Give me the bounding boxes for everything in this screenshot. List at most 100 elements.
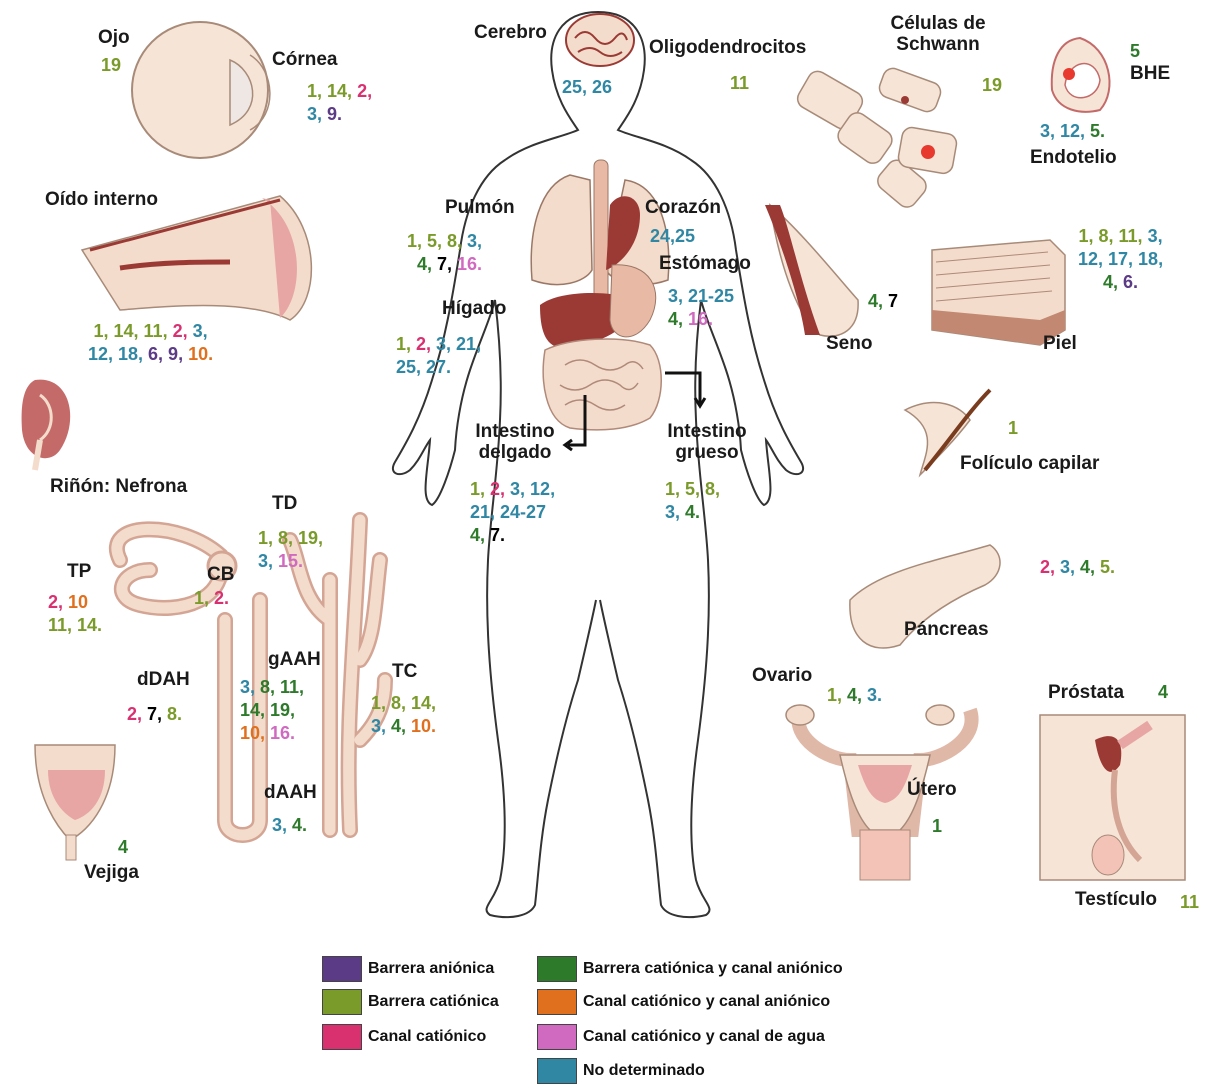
value-number: 3, <box>258 551 278 571</box>
legend-swatch <box>537 989 577 1015</box>
value-number: 3, <box>467 231 482 251</box>
label-cb: CB <box>207 565 234 586</box>
label-tc: TC <box>392 662 417 683</box>
value-number: 2, <box>357 81 372 101</box>
label-bhe: BHE <box>1130 64 1170 85</box>
legend-label: No determinado <box>583 1062 705 1080</box>
value-number: 4, <box>847 685 867 705</box>
value-number: 1, <box>396 334 416 354</box>
values-ovario: 1, 4, 3. <box>827 684 882 707</box>
value-line: 21, 24-27 <box>470 501 555 524</box>
label-testiculo: Testículo <box>1075 890 1157 911</box>
value-number: 3, <box>272 815 292 835</box>
value-line: 1 <box>1008 417 1018 440</box>
legend-item: Canal catiónico <box>322 1023 486 1051</box>
value-line: 12, 17, 18, <box>1078 248 1163 271</box>
value-number: 25, 27. <box>396 357 451 377</box>
value-number: 24,25 <box>650 226 695 246</box>
value-number: 6. <box>1123 272 1138 292</box>
value-number: 15. <box>278 551 303 571</box>
value-line: 1, 2, 3, 21, <box>396 333 481 356</box>
legend-label: Canal catiónico <box>368 1028 486 1046</box>
value-number: 7 <box>888 291 898 311</box>
label-prostata: Próstata <box>1048 683 1124 704</box>
values-cornea: 1, 14, 2,3, 9. <box>307 80 372 126</box>
value-number: 2, <box>173 321 193 341</box>
value-number: 1, 14, 11, <box>94 321 173 341</box>
label-seno: Seno <box>826 334 872 355</box>
value-line: 3, 4, 10. <box>371 715 436 738</box>
value-number: 4, <box>417 254 437 274</box>
value-line: 1, 2. <box>194 587 229 610</box>
value-number: 3 <box>307 104 317 124</box>
value-number: 1, 5, 8, <box>665 479 720 499</box>
value-line: 4 <box>1158 681 1168 704</box>
value-number: 10, <box>240 723 270 743</box>
values-seno: 4, 7 <box>868 290 898 313</box>
value-number: 1, 5, 8, <box>407 231 467 251</box>
label-td: TD <box>272 494 297 515</box>
values-ddah: 2, 7, 8. <box>127 703 182 726</box>
values-foliculo: 1 <box>1008 417 1018 440</box>
label-estomago: Estómago <box>659 254 751 275</box>
legend-swatch <box>322 956 362 982</box>
values-daah: 3, 4. <box>272 814 307 837</box>
skin-block-shape <box>932 240 1065 345</box>
values-vejiga: 4 <box>118 836 128 859</box>
legend-item: Barrera catiónica <box>322 988 499 1016</box>
label-cerebro: Cerebro <box>474 23 547 44</box>
value-line: 1, 8, 11, 3, <box>1078 225 1163 248</box>
label-corazon: Corazón <box>645 198 721 219</box>
label-ovario: Ovario <box>752 666 812 687</box>
value-number: 1, 8, 11, <box>1079 226 1148 246</box>
label-intestino-grueso: Intestino grueso <box>652 422 762 464</box>
value-number: 4, <box>1080 557 1100 577</box>
value-line: 12, 18, 6, 9, 10. <box>88 343 213 366</box>
label-intestino-delgado: Intestino delgado <box>455 422 575 464</box>
values-tp: 2, 1011, 14. <box>48 591 102 637</box>
value-number: 4. <box>685 502 700 522</box>
value-number: 5 <box>1130 41 1140 61</box>
value-line: 3, 4. <box>272 814 307 837</box>
values-cb: 1, 2. <box>194 587 229 610</box>
value-number: 16. <box>270 723 295 743</box>
value-number: 3, <box>1060 557 1080 577</box>
value-number: 1, <box>470 479 490 499</box>
value-number: , <box>317 104 327 124</box>
value-number: 3, <box>665 502 685 522</box>
legend-swatch <box>322 989 362 1015</box>
value-line: 4, 7. <box>470 524 555 547</box>
value-number: 4 <box>118 837 128 857</box>
kidney-shape <box>22 380 71 470</box>
values-corazon: 24,25 <box>650 225 695 248</box>
value-number: 4, <box>668 309 688 329</box>
schwann-cells-shape <box>794 66 958 211</box>
breast-shape <box>765 205 858 336</box>
value-number: 3, 12, <box>1040 121 1090 141</box>
label-tp: TP <box>67 562 91 583</box>
legend-swatch <box>537 956 577 982</box>
value-number: 5. <box>1090 121 1105 141</box>
label-gaah: gAAH <box>268 650 321 671</box>
value-number: 1, <box>307 81 327 101</box>
values-intestino-delgado: 1, 2, 3, 12,21, 24-274, 7. <box>470 478 555 547</box>
eye-shape <box>132 22 270 158</box>
value-line: 25, 27. <box>396 356 481 379</box>
value-line: 3, 9. <box>307 103 372 126</box>
value-number: 11, 14. <box>48 615 102 635</box>
value-line: 25, 26 <box>562 76 612 99</box>
value-number: 3, <box>371 716 391 736</box>
value-number: 2. <box>214 588 229 608</box>
values-higado: 1, 2, 3, 21,25, 27. <box>396 333 481 379</box>
value-number: 21, 24-27 <box>470 502 546 522</box>
prostate-shape <box>1040 715 1185 880</box>
value-number: 25, 26 <box>562 77 612 97</box>
value-number: 7, <box>437 254 457 274</box>
label-pulmon: Pulmón <box>445 198 515 219</box>
value-number: 4. <box>292 815 307 835</box>
legend-label: Canal catiónico y canal de agua <box>583 1028 825 1046</box>
value-number: 10 <box>68 592 88 612</box>
value-number: 8. <box>167 704 182 724</box>
value-line: 1, 4, 3. <box>827 684 882 707</box>
value-line: 11 <box>1180 891 1199 914</box>
